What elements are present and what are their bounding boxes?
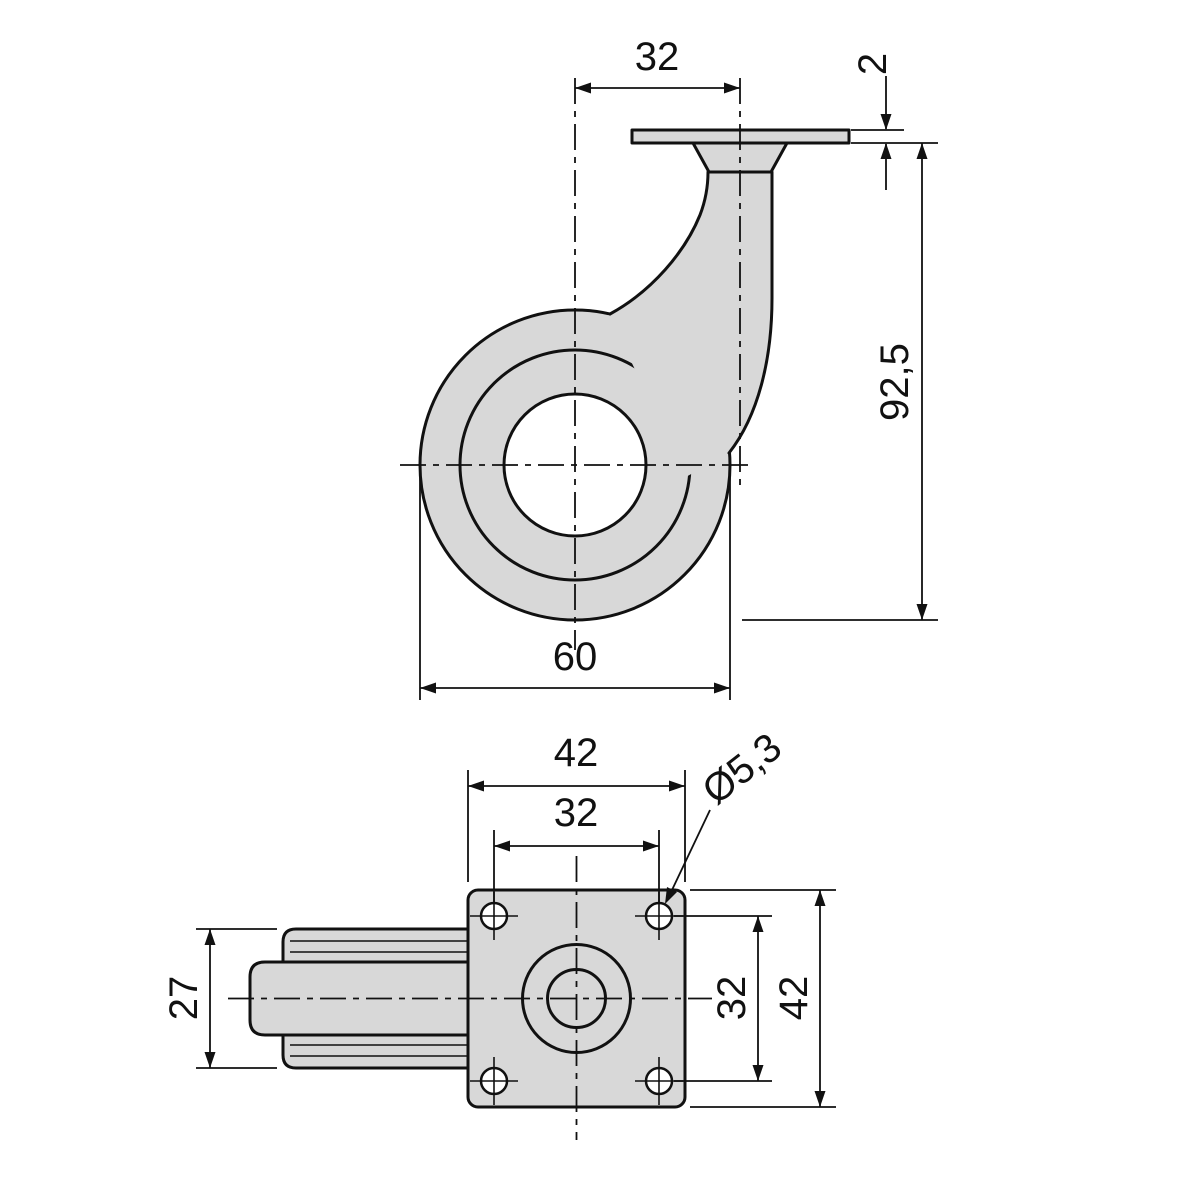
dimension-label: 42 [554, 731, 599, 775]
dimension-plate-thickness: 2 [851, 53, 904, 190]
dimension-label: Ø5,3 [694, 725, 789, 813]
dimension-hole-spacing-vertical: 32 [674, 915, 772, 1082]
arrow-down-icon [752, 1065, 764, 1081]
dimension-plate-height: 42 [690, 889, 836, 1108]
dimension-label: 60 [553, 635, 598, 679]
dimension-wheel-diameter: 60 [419, 473, 731, 700]
dimension-label: 2 [851, 53, 895, 75]
side-view: 32 2 92,5 60 [400, 35, 938, 700]
dimension-label: 92,5 [873, 343, 917, 421]
dimension-label: 32 [554, 791, 599, 835]
arrow-down-icon [814, 1091, 826, 1107]
dimension-hole-diameter: Ø5,3 [665, 725, 790, 904]
arrow-up-icon [752, 916, 764, 932]
screw-hole-bottom-left [470, 1057, 518, 1105]
dimension-total-height: 92,5 [742, 142, 938, 621]
arrow-up-icon [880, 143, 892, 159]
dimension-plate-offset: 32 [575, 35, 740, 94]
arrow-down-icon [880, 114, 892, 130]
arrow-right-icon [714, 682, 730, 694]
arrow-up-icon [204, 929, 216, 945]
dimension-wheel-width: 27 [162, 928, 277, 1069]
dimension-label: 42 [772, 976, 816, 1021]
arrow-up-icon [814, 890, 826, 906]
bottom-view: 42 32 Ø5,3 27 [162, 725, 836, 1140]
fork-arm-left-edge [608, 170, 710, 316]
screw-hole-top-right [635, 892, 683, 940]
arrow-left-icon [468, 780, 484, 792]
fork-arm-body [606, 172, 772, 478]
arrow-left-icon [575, 82, 591, 94]
dimension-hole-spacing-horizontal: 32 [493, 791, 660, 902]
leader-arrow-icon [665, 887, 677, 904]
arrow-left-icon [420, 682, 436, 694]
leader-line [671, 809, 711, 891]
dimension-label: 32 [635, 35, 680, 79]
arrow-left-icon [494, 840, 510, 852]
dimension-label: 32 [710, 976, 754, 1021]
arrow-right-icon [724, 82, 740, 94]
arrow-right-icon [643, 840, 659, 852]
arrow-right-icon [669, 780, 685, 792]
arrow-down-icon [916, 604, 928, 620]
screw-hole-top-left [470, 892, 518, 940]
arrow-up-icon [916, 143, 928, 159]
dimension-label: 27 [162, 976, 206, 1021]
arrow-down-icon [204, 1052, 216, 1068]
